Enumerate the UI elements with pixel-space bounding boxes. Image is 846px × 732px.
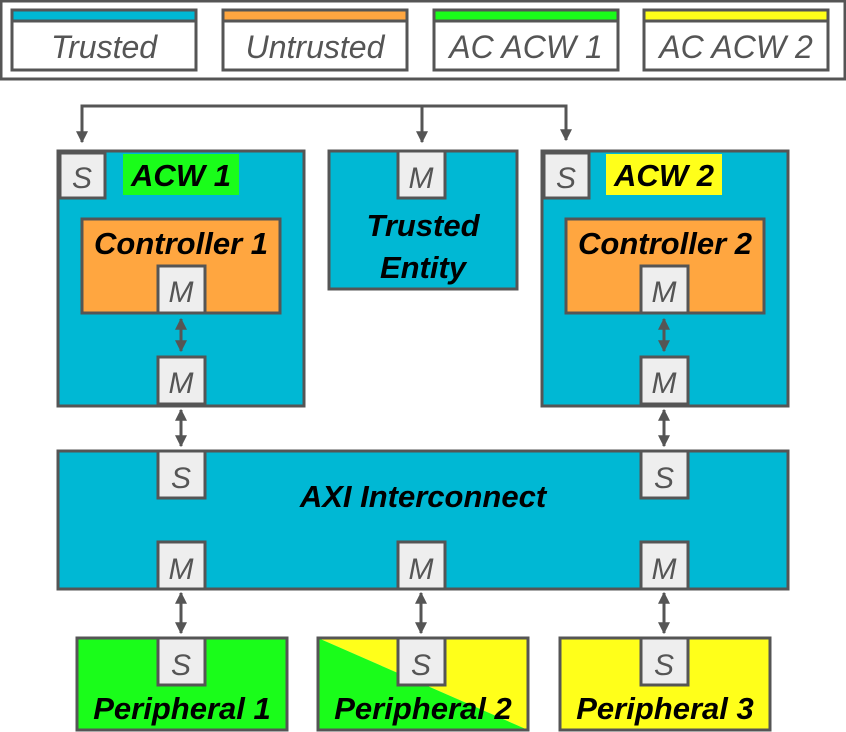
legend-item-ac-acw-1: AC ACW 1 xyxy=(432,8,620,72)
svg-text:M: M xyxy=(169,276,194,309)
acw-2-block: S ACW 2 Controller 2 M M xyxy=(540,149,790,408)
interconnect-master-port-2 xyxy=(396,540,447,591)
legend-label-trusted: Trusted xyxy=(51,29,158,65)
svg-text:S: S xyxy=(556,162,576,195)
interconnect-master-port-3 xyxy=(639,540,690,591)
legend-label-untrusted: Untrusted xyxy=(246,29,386,65)
interconnect-slave-port-2 xyxy=(639,449,690,500)
legend-label-ac-acw-2: AC ACW 2 xyxy=(657,29,813,65)
peripheral-1-block: S Peripheral 1 xyxy=(75,636,289,732)
acw-1-master-port xyxy=(156,355,207,406)
interconnect-slave-port-1 xyxy=(156,449,207,500)
controller-2-master-port xyxy=(639,264,690,315)
trusted-entity-title-line1: Trusted xyxy=(366,208,480,243)
legend-swatch-ac-acw-2 xyxy=(642,8,830,23)
acw-2-title: ACW 2 xyxy=(613,158,714,193)
legend-swatch-untrusted xyxy=(221,8,409,23)
svg-text:M: M xyxy=(652,553,677,586)
acw-1-title-bg xyxy=(123,154,239,195)
svg-text:M: M xyxy=(169,553,194,586)
interconnect-master-port-1 xyxy=(156,540,207,591)
acw-1-slave-port xyxy=(58,151,107,200)
svg-text:S: S xyxy=(171,462,191,495)
config-bus xyxy=(76,104,572,144)
trusted-entity-block: M Trusted Entity xyxy=(327,149,519,291)
acw-2-slave-port xyxy=(542,151,591,200)
svg-text:S: S xyxy=(654,462,674,495)
controller-1-title: Controller 1 xyxy=(94,226,268,261)
trusted-entity-master-port xyxy=(396,149,447,200)
svg-text:M: M xyxy=(169,367,194,400)
legend-swatch-ac-acw-1 xyxy=(432,8,620,23)
svg-text:M: M xyxy=(409,553,434,586)
svg-text:M: M xyxy=(409,162,434,195)
legend-label-ac-acw-1: AC ACW 1 xyxy=(447,29,603,65)
interconnect-title: AXI Interconnect xyxy=(299,479,548,514)
legend-item-trusted: Trusted xyxy=(10,8,198,72)
peripheral-3-block: S Peripheral 3 xyxy=(558,636,772,732)
controller-1-master-port xyxy=(156,264,207,315)
peripheral-1-title: Peripheral 1 xyxy=(93,691,270,726)
svg-text:M: M xyxy=(652,367,677,400)
acw-1-title: ACW 1 xyxy=(130,158,231,193)
trusted-entity-title-line2: Entity xyxy=(380,250,468,285)
peripheral-3-title: Peripheral 3 xyxy=(576,691,753,726)
svg-text:M: M xyxy=(652,276,677,309)
legend-item-untrusted: Untrusted xyxy=(221,8,409,72)
legend-swatch-trusted xyxy=(10,8,198,23)
svg-text:S: S xyxy=(72,162,92,195)
svg-text:S: S xyxy=(654,649,674,682)
peripheral-1-slave-port xyxy=(156,636,207,687)
axi-interconnect-block: S S AXI Interconnect M M M xyxy=(56,449,790,591)
legend-item-ac-acw-2: AC ACW 2 xyxy=(642,8,830,72)
acw-2-title-bg xyxy=(606,154,722,195)
peripheral-2-slave-port xyxy=(396,636,447,687)
acw-1-block: S ACW 1 Controller 1 M M xyxy=(56,149,306,408)
svg-text:S: S xyxy=(411,649,431,682)
acw-2-master-port xyxy=(639,355,690,406)
peripheral-3-slave-port xyxy=(639,636,690,687)
peripheral-2-title: Peripheral 2 xyxy=(334,691,511,726)
controller-2-title: Controller 2 xyxy=(578,226,752,261)
peripheral-2-block: S Peripheral 2 xyxy=(316,636,530,732)
svg-text:S: S xyxy=(171,649,191,682)
